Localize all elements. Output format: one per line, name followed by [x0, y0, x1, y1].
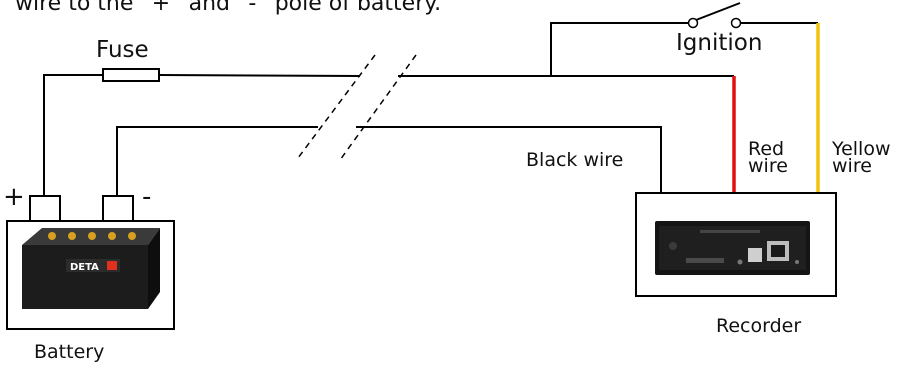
red-wire-label-line1: Red [748, 138, 784, 160]
positive-wire-mid [158, 74, 361, 77]
break-mark-2 [339, 54, 417, 161]
battery-group: DETA [6, 195, 175, 330]
yellow-wire-label-line1: Yellow [831, 138, 891, 160]
ignition-switch-lever [695, 2, 741, 21]
battery-image: DETA [22, 228, 160, 309]
plus-label: + [3, 182, 25, 212]
recorder-label: Recorder [716, 315, 801, 337]
positive-wire-left [43, 74, 103, 196]
battery-negative-terminal [102, 195, 134, 222]
fuse-icon [102, 68, 160, 82]
break-mark-1 [297, 54, 376, 159]
black-wire-label: Black wire [526, 149, 623, 171]
battery-brand-label: DETA [70, 262, 99, 273]
minus-label: - [142, 182, 151, 212]
fuse-label: Fuse [96, 37, 149, 63]
recorder-group [635, 192, 837, 297]
header-text: wire to the “+” and “-” pole of battery. [15, 0, 441, 16]
ignition-label: Ignition [676, 30, 762, 56]
ignition-branch-wire [550, 22, 688, 76]
yellow-wire-label-line2: wire [832, 155, 872, 177]
red-wire-label-line2: wire [748, 155, 788, 177]
negative-wire-left [116, 126, 318, 196]
black-wire [356, 126, 662, 193]
battery-positive-terminal [29, 195, 61, 222]
battery-label: Battery [34, 341, 104, 363]
recorder-image [655, 221, 810, 275]
ignition-switch-contact-left [687, 17, 699, 29]
ignition-switch-contact-right [730, 17, 742, 29]
